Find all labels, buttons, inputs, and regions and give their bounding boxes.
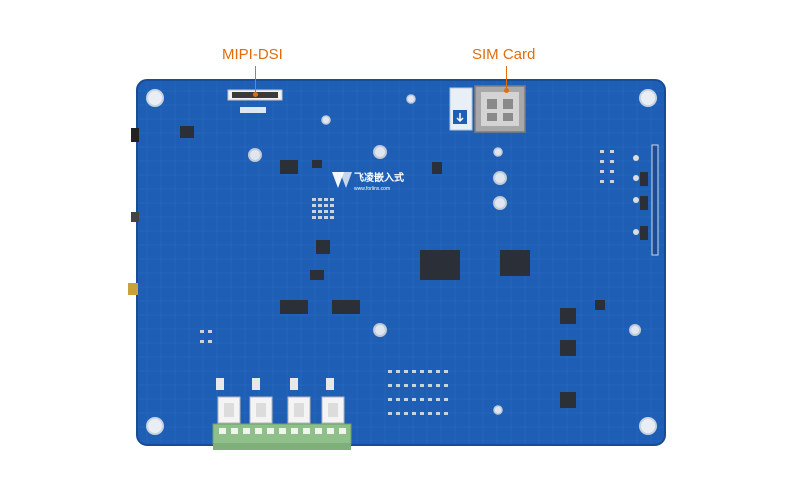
mounting-hole <box>639 89 657 107</box>
mounting-hole <box>629 324 641 336</box>
mounting-hole <box>639 417 657 435</box>
mounting-hole <box>493 147 503 157</box>
forlinx-logo <box>332 172 352 188</box>
mounting-hole <box>493 171 507 185</box>
component-clusters <box>180 126 648 408</box>
sim-card-slot <box>449 85 526 133</box>
mounting-hole <box>248 148 262 162</box>
terminal-block <box>212 423 352 450</box>
mounting-hole <box>373 323 387 337</box>
right-edge-headers <box>633 144 659 256</box>
mounting-hole <box>146 417 164 435</box>
sim-card-leader-dot <box>504 88 509 93</box>
mounting-hole <box>493 405 503 415</box>
mounting-hole <box>406 94 416 104</box>
brand-chinese: 飞凌嵌入式 <box>354 171 404 184</box>
mipi-dsi-leader-line <box>255 66 256 94</box>
pcb-body <box>136 79 666 446</box>
sim-card-callout-label: SIM Card <box>472 46 536 63</box>
passive-components <box>200 150 614 415</box>
sim-card-leader-line <box>506 66 507 90</box>
mounting-holes <box>146 89 657 435</box>
mounting-hole <box>321 115 331 125</box>
mounting-hole <box>373 145 387 159</box>
mipi-dsi-leader-dot <box>253 92 258 97</box>
mipi-dsi-callout-label: MIPI-DSI <box>222 46 283 63</box>
relay-row <box>216 378 345 424</box>
brand-url: www.forlinx.com <box>354 186 390 192</box>
left-edge-parts <box>128 128 139 295</box>
mounting-hole <box>493 196 507 210</box>
mounting-hole <box>146 89 164 107</box>
